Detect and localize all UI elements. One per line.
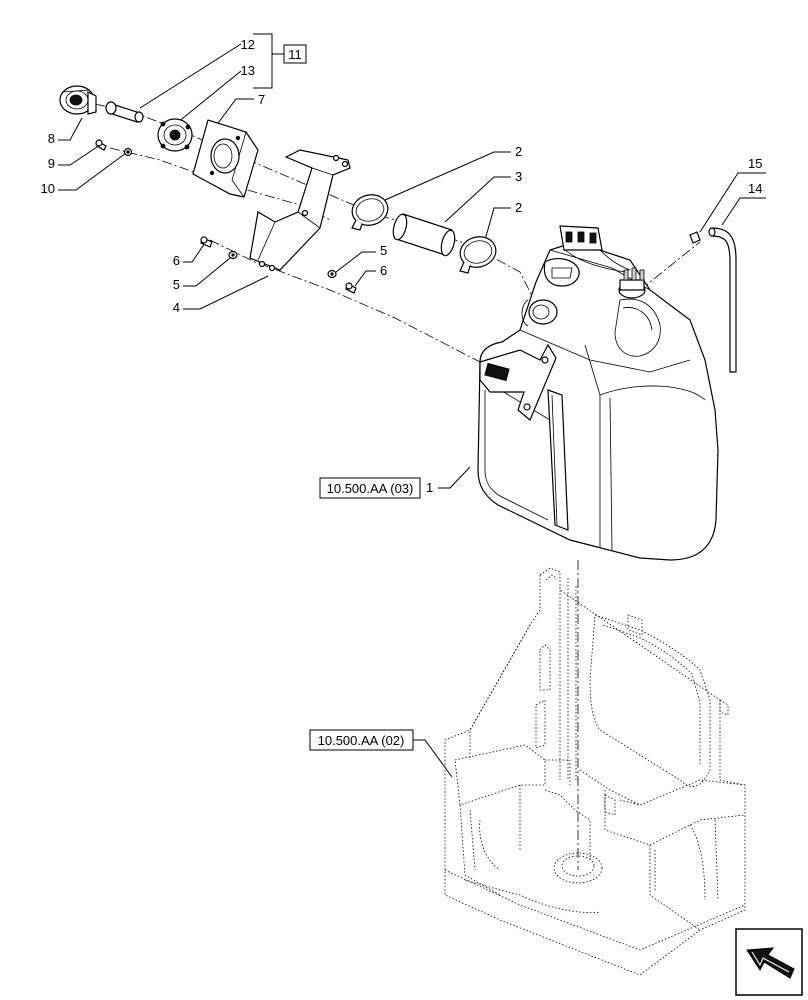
callout-15: 15 — [699, 156, 766, 233]
svg-text:13: 13 — [241, 63, 255, 78]
reference-tank[interactable]: 10.500.AA (03) — [319, 477, 421, 499]
callout-3: 3 — [444, 169, 522, 223]
svg-text:3: 3 — [515, 169, 522, 184]
callout-2-upper: 2 — [384, 144, 522, 201]
bolt-part-6-left — [200, 236, 213, 248]
filler-cap-part-8 — [59, 85, 97, 115]
svg-text:9: 9 — [48, 156, 55, 171]
svg-text:15: 15 — [748, 156, 762, 171]
callout-10: 10 — [41, 152, 127, 196]
neck-flange-part-13 — [157, 118, 193, 152]
bolt-part-6-right — [345, 282, 357, 294]
callout-11: 11 — [288, 47, 302, 62]
callout-9: 9 — [48, 144, 101, 171]
svg-text:10.500.AA (02): 10.500.AA (02) — [318, 733, 405, 748]
bracket-part-4 — [249, 149, 351, 272]
callout-box-11 — [283, 44, 307, 64]
svg-text:14: 14 — [748, 181, 762, 196]
callout-14: 14 — [721, 181, 766, 226]
tank-part-1 — [477, 225, 719, 561]
washer-part-5-left — [228, 250, 238, 260]
gasket-plate-part-7 — [192, 119, 259, 198]
svg-text:4: 4 — [173, 300, 180, 315]
hose-part-3 — [392, 213, 456, 257]
callout-7: 7 — [212, 92, 265, 131]
callout-4: 4 — [173, 275, 269, 315]
svg-text:1: 1 — [426, 480, 433, 495]
callout-13: 13 — [171, 63, 255, 128]
svg-text:2: 2 — [515, 144, 522, 159]
arrow-icon[interactable] — [735, 928, 803, 996]
hose-clamp-part-2-upper — [351, 194, 389, 231]
svg-text:6: 6 — [380, 263, 387, 278]
filler-neck-part-12 — [105, 101, 144, 123]
callout-8: 8 — [48, 117, 83, 146]
hose-clamp-part-2-lower — [459, 236, 497, 274]
assembly-centerlines — [94, 103, 701, 870]
washer-part-10 — [123, 147, 133, 157]
callout-12: 12 — [139, 37, 255, 109]
svg-text:12: 12 — [241, 37, 255, 52]
vent-hose-part-14 — [708, 227, 737, 373]
callout-5-right: 5 — [335, 243, 387, 273]
svg-text:10: 10 — [41, 181, 55, 196]
callout-6-right: 6 — [354, 263, 387, 287]
callout-1: 1 — [426, 466, 471, 495]
reference-frame[interactable]: 10.500.AA (02) — [309, 729, 453, 778]
screw-part-9 — [95, 139, 107, 151]
svg-text:2: 2 — [515, 200, 522, 215]
svg-text:5: 5 — [173, 277, 180, 292]
svg-text:10.500.AA (03): 10.500.AA (03) — [327, 481, 414, 496]
svg-text:5: 5 — [380, 243, 387, 258]
tank-support-frame — [444, 567, 746, 976]
washer-part-5-right — [327, 269, 337, 279]
svg-text:6: 6 — [173, 253, 180, 268]
callout-6-left: 6 — [173, 242, 206, 268]
svg-text:7: 7 — [258, 92, 265, 107]
callout-5-left: 5 — [173, 257, 231, 292]
fitting-part-15 — [689, 231, 701, 244]
group-bracket-11: 11 — [253, 33, 307, 89]
svg-text:8: 8 — [48, 131, 55, 146]
callout-2-lower: 2 — [484, 200, 522, 241]
